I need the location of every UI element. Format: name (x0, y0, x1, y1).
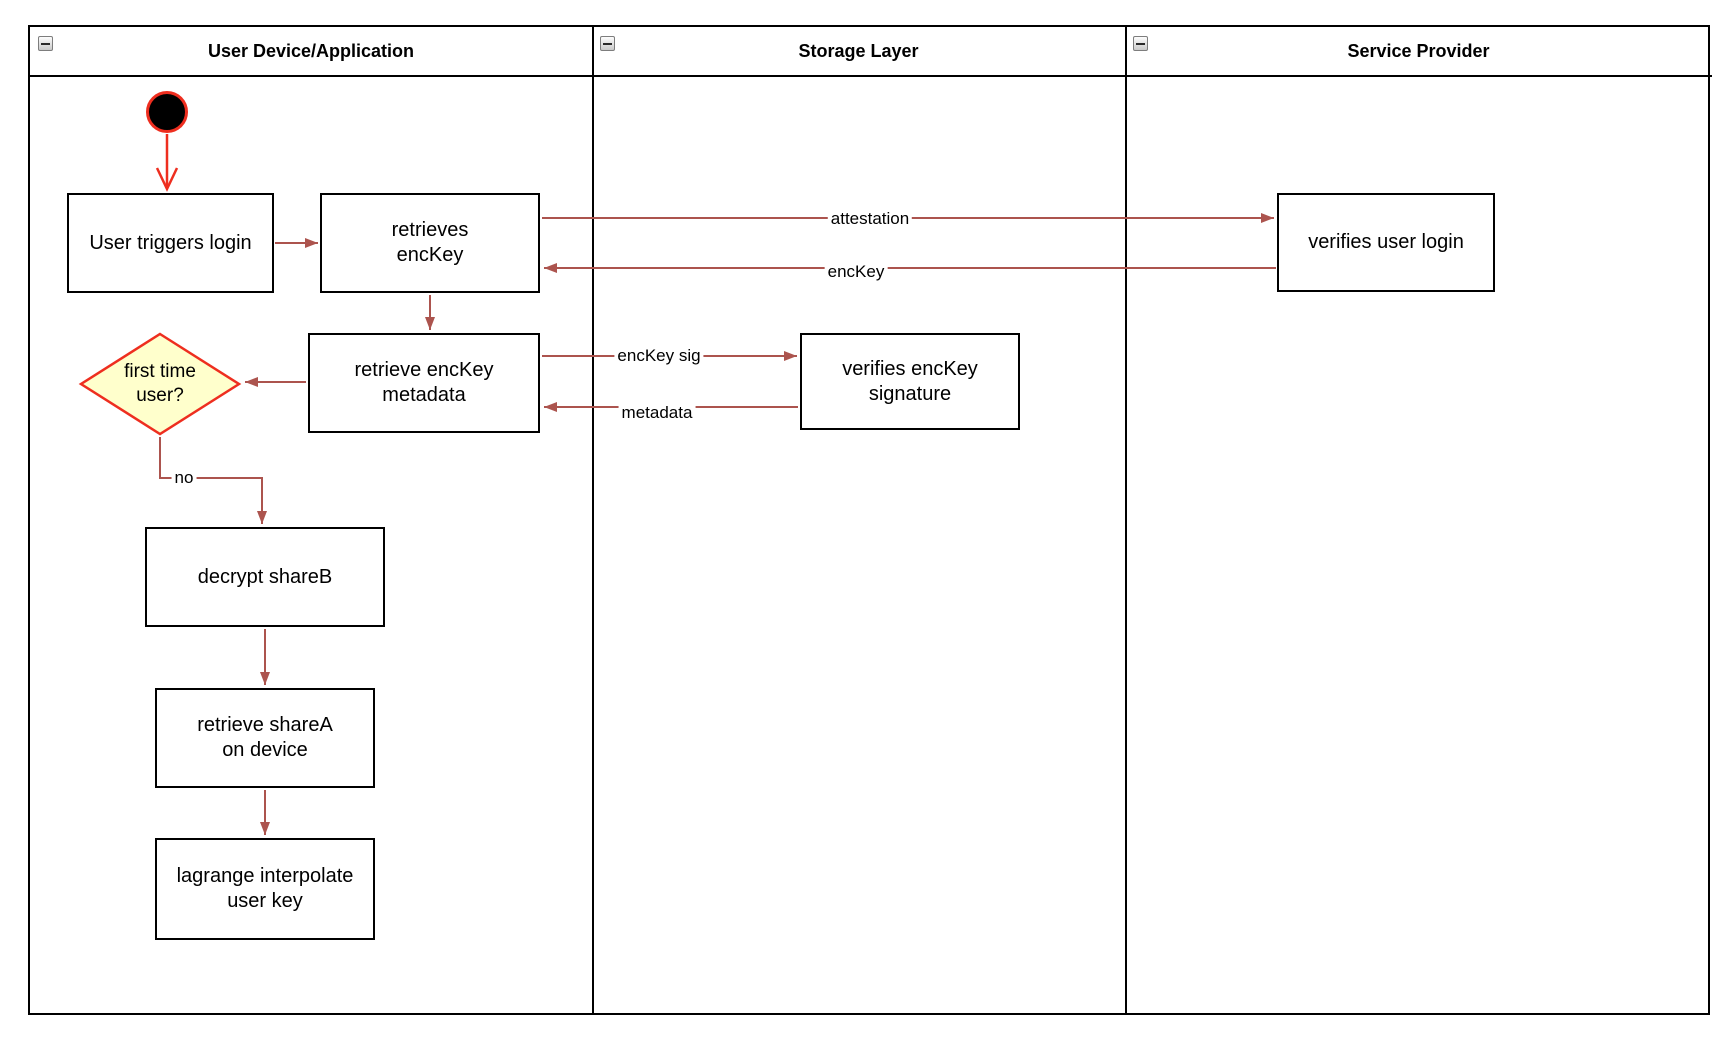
node-decrypt-shareb[interactable]: decrypt shareB (145, 527, 385, 627)
edge-label-enckey-sig: encKey sig (614, 346, 704, 366)
lane-title: Storage Layer (798, 40, 919, 61)
collapse-icon[interactable] (1133, 36, 1148, 51)
minus-glyph (1136, 42, 1145, 45)
minus-glyph (603, 42, 612, 45)
swimlane-pool: User Device/Application Storage Layer Se… (28, 25, 1712, 1015)
collapse-icon[interactable] (600, 36, 615, 51)
lane-header-user-device[interactable]: User Device/Application (30, 27, 592, 77)
lane-header-service-provider[interactable]: Service Provider (1125, 27, 1712, 77)
lane-title: User Device/Application (207, 40, 415, 61)
node-lagrange-interpolate[interactable]: lagrange interpolate user key (155, 838, 375, 940)
node-label: verifies encKey signature (842, 357, 978, 405)
edge-label-enckey: encKey (824, 262, 888, 282)
node-label: User triggers login (89, 231, 252, 254)
node-verifies-user-login[interactable]: verifies user login (1277, 193, 1495, 292)
minus-glyph (41, 42, 50, 45)
lane-title: Service Provider (1347, 40, 1490, 61)
node-label: lagrange interpolate user key (176, 865, 354, 912)
node-user-triggers-login[interactable]: User triggers login (67, 193, 274, 293)
node-label: retrieves encKey (391, 219, 469, 266)
collapse-icon[interactable] (38, 36, 53, 51)
lane-divider (1125, 27, 1127, 1013)
node-retrieve-enckey-metadata[interactable]: retrieve encKey metadata (308, 333, 540, 433)
node-label: first time user? (124, 361, 196, 406)
node-label: retrieve encKey metadata (354, 359, 494, 406)
edge-label-metadata: metadata (618, 403, 696, 423)
initial-node[interactable] (146, 91, 188, 133)
node-verifies-enckey-signature[interactable]: verifies encKey signature (800, 333, 1020, 430)
decision-first-time-user[interactable]: first time user? (78, 331, 242, 437)
edge-label-attestation: attestation (827, 209, 913, 229)
node-retrieve-sharea[interactable]: retrieve shareA on device (155, 688, 375, 788)
lane-divider (592, 27, 594, 1013)
node-label: retrieve shareA on device (197, 714, 333, 761)
node-retrieves-enckey[interactable]: retrieves encKey (320, 193, 540, 293)
edge-label-no: no (171, 468, 197, 488)
lane-header-storage-layer[interactable]: Storage Layer (592, 27, 1125, 77)
node-label: decrypt shareB (197, 565, 333, 588)
diamond-shape (78, 332, 242, 436)
node-label: verifies user login (1308, 231, 1464, 253)
